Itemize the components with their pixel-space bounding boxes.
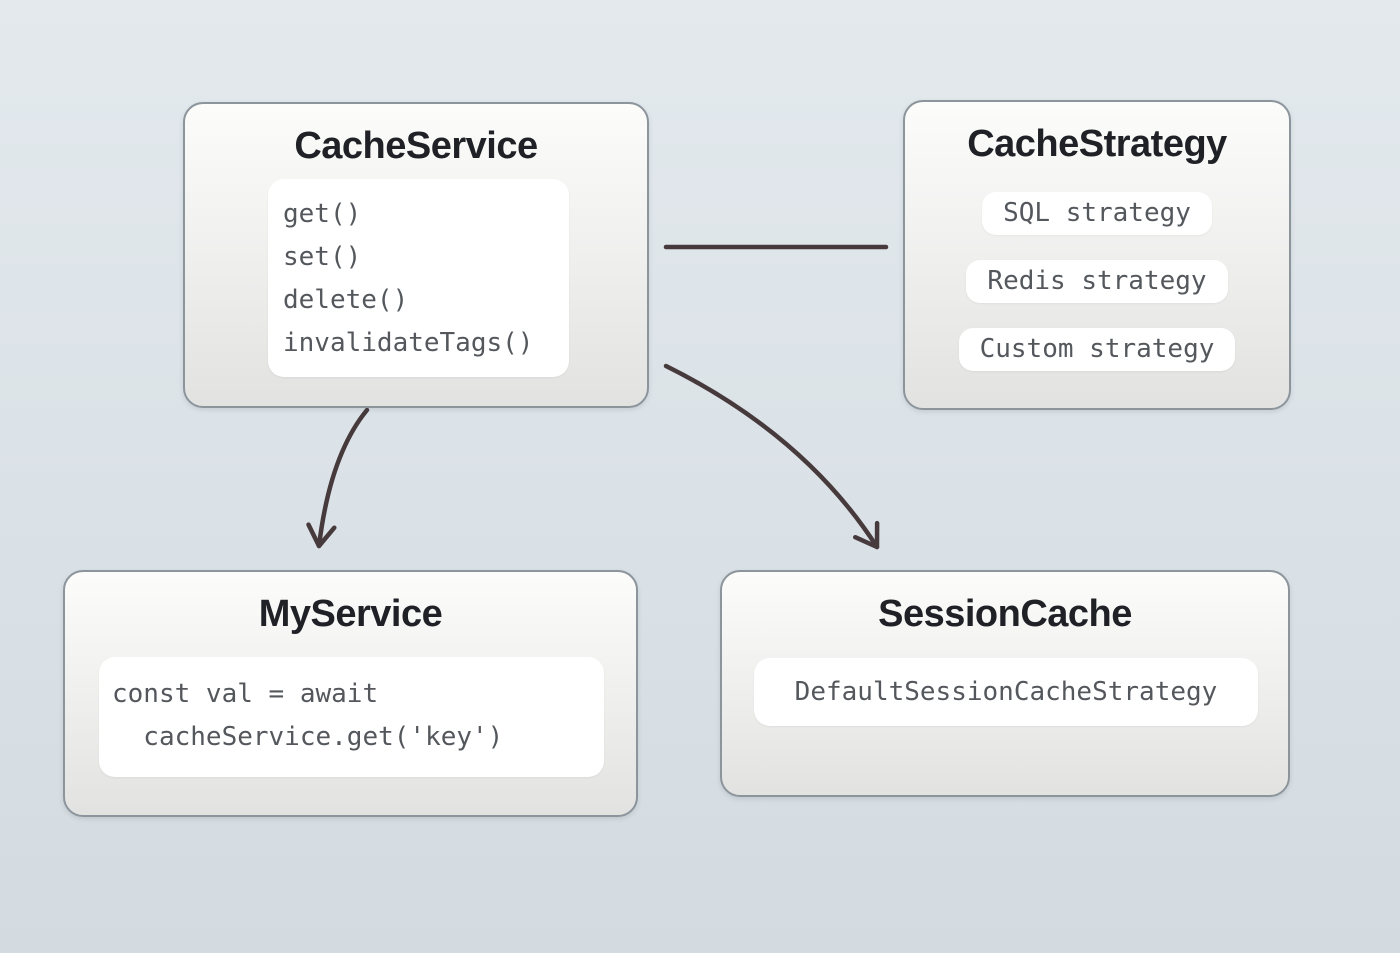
edge-arrow-cacheservice-to-myservice xyxy=(306,407,370,549)
node-cacheservice: CacheService get() set() delete() invali… xyxy=(183,102,649,408)
node-myservice-title: MyService xyxy=(258,593,443,635)
method-invalidatetags: invalidateTags() xyxy=(283,328,534,358)
code-line-2: cacheService.get('key') xyxy=(112,722,504,752)
node-cachestrategy: CacheStrategy SQL strategy Redis strateg… xyxy=(903,100,1291,410)
myservice-code-box: const val = await cacheService.get('key'… xyxy=(99,657,604,777)
edge-arrow-cacheservice-to-sessioncache xyxy=(663,363,880,550)
strategy-pill-custom: Custom strategy xyxy=(958,328,1236,371)
node-cachestrategy-title: CacheStrategy xyxy=(967,123,1227,165)
node-sessioncache-title: SessionCache xyxy=(878,593,1132,635)
default-session-cache-strategy-label: DefaultSessionCacheStrategy xyxy=(794,676,1218,707)
node-cacheservice-title: CacheService xyxy=(294,125,538,167)
strategy-pill-sql: SQL strategy xyxy=(982,192,1212,235)
strategy-pill-stack: SQL strategy Redis strategy Custom strat… xyxy=(905,192,1289,371)
node-sessioncache: SessionCache DefaultSessionCacheStrategy xyxy=(720,570,1290,797)
method-set: set() xyxy=(283,242,362,272)
code-line-1: const val = await xyxy=(112,679,379,709)
cacheservice-methods-box: get() set() delete() invalidateTags() xyxy=(268,179,569,377)
method-get: get() xyxy=(283,199,362,229)
sessioncache-strategy-box: DefaultSessionCacheStrategy xyxy=(754,658,1258,726)
node-myservice: MyService const val = await cacheService… xyxy=(63,570,638,817)
strategy-pill-redis: Redis strategy xyxy=(966,260,1228,303)
method-delete: delete() xyxy=(283,285,409,315)
